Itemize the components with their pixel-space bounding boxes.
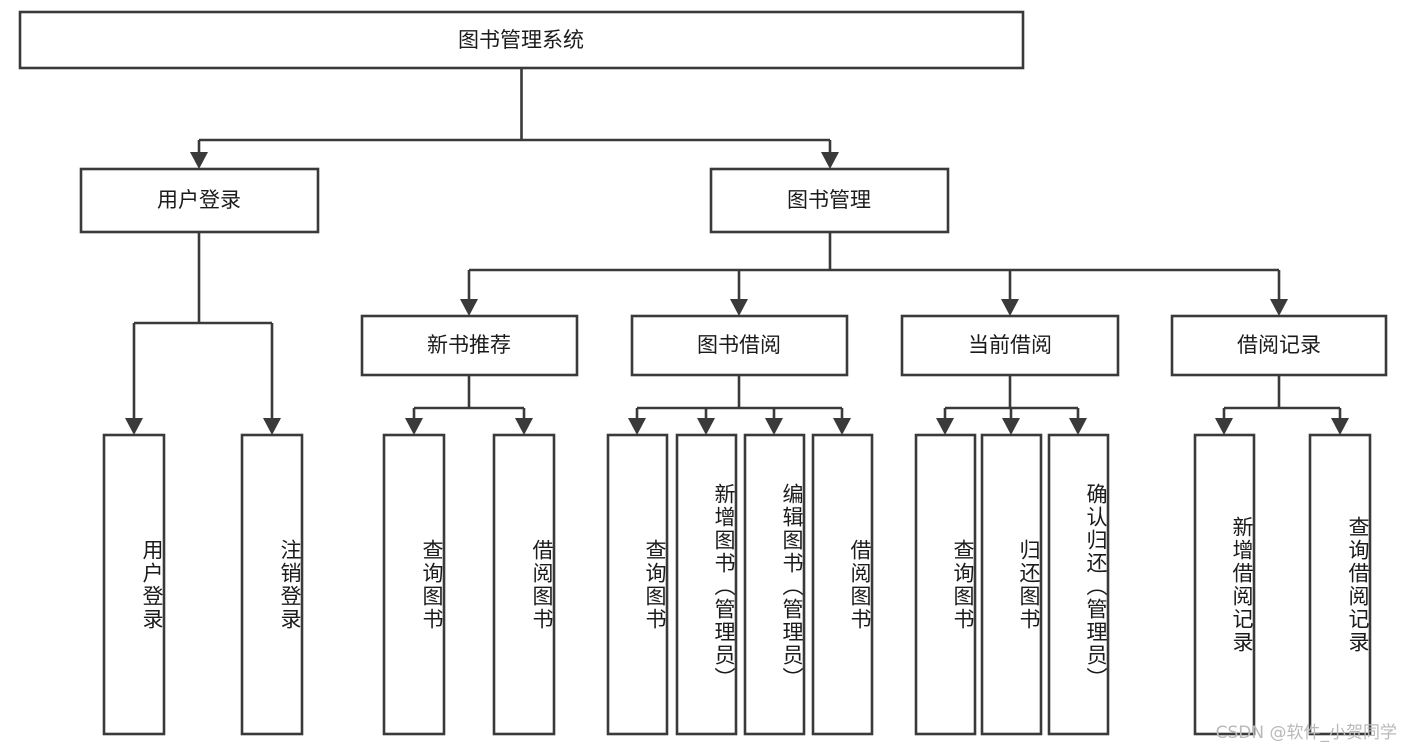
arrow-icon-user-login-leaf-1: [125, 418, 143, 435]
node-new-book-recommend[interactable]: [360, 314, 579, 377]
node-book-borrow[interactable]: [630, 314, 849, 377]
arrow-icon-current-borrow-leaf-2: [1002, 418, 1020, 435]
arrow-icon-root-to-book-manage: [821, 152, 839, 169]
connectors-group: [125, 68, 1349, 435]
arrow-icon-book-borrow-leaf-2: [697, 418, 715, 435]
arrow-icon-current-borrow-leaf-3: [1069, 418, 1087, 435]
node-book-borrow-label: 图书借阅: [697, 333, 781, 357]
node-current-borrow[interactable]: [900, 314, 1120, 377]
node-root-label: 图书管理系统: [458, 28, 584, 52]
node-leaf-new-book-2[interactable]: [492, 433, 556, 736]
node-borrow-record-label: 借阅记录: [1237, 333, 1321, 357]
node-leaf-current-borrow-2[interactable]: [980, 433, 1043, 736]
arrow-icon-current-borrow-leaf-1: [936, 418, 954, 435]
node-borrow-record[interactable]: [1170, 314, 1388, 377]
arrow-icon-borrow-record-leaf-2: [1331, 418, 1349, 435]
node-leaf-user-login-2[interactable]: [240, 433, 304, 736]
arrow-icon-book-borrow-leaf-4: [833, 418, 851, 435]
node-book-manage-label: 图书管理: [787, 188, 871, 212]
arrow-icon-to-current-borrow: [1001, 299, 1019, 316]
node-leaf-borrow-record-1[interactable]: [1193, 433, 1256, 736]
node-user-login[interactable]: [79, 167, 320, 234]
arrow-icon-new-book-leaf-2: [515, 418, 533, 435]
watermark-label: CSDN @软件_小贺同学: [1215, 723, 1397, 743]
arrow-icon-book-borrow-leaf-3: [765, 418, 783, 435]
arrow-icon-to-book-borrow: [730, 299, 748, 316]
nodes-group: 图书管理系统 用户登录 图书管理 新书推荐 图书借阅 当前借阅 借阅记录: [18, 10, 1388, 736]
node-leaf-new-book-1[interactable]: [382, 433, 446, 736]
node-leaf-user-login-1[interactable]: [102, 433, 166, 736]
node-leaf-book-borrow-3[interactable]: [743, 433, 806, 736]
arrow-icon-user-login-leaf-2: [263, 418, 281, 435]
node-leaf-book-borrow-2[interactable]: [675, 433, 738, 736]
node-leaf-book-borrow-4[interactable]: [811, 433, 874, 736]
node-new-book-recommend-label: 新书推荐: [427, 333, 511, 357]
arrow-icon-root-to-user-login: [190, 152, 208, 169]
node-book-manage[interactable]: [709, 167, 950, 234]
node-user-login-label: 用户登录: [157, 188, 241, 212]
arrow-icon-borrow-record-leaf-1: [1215, 418, 1233, 435]
arrow-icon-book-borrow-leaf-1: [628, 418, 646, 435]
arrow-icon-to-new-book: [460, 299, 478, 316]
node-leaf-book-borrow-1[interactable]: [606, 433, 669, 736]
arrow-icon-new-book-leaf-1: [405, 418, 423, 435]
node-leaf-current-borrow-1[interactable]: [914, 433, 977, 736]
node-leaf-borrow-record-2[interactable]: [1308, 433, 1372, 736]
node-root[interactable]: [18, 10, 1025, 70]
node-leaf-current-borrow-3[interactable]: [1047, 433, 1110, 736]
arrow-icon-to-borrow-record: [1270, 299, 1288, 316]
node-current-borrow-label: 当前借阅: [968, 333, 1052, 357]
